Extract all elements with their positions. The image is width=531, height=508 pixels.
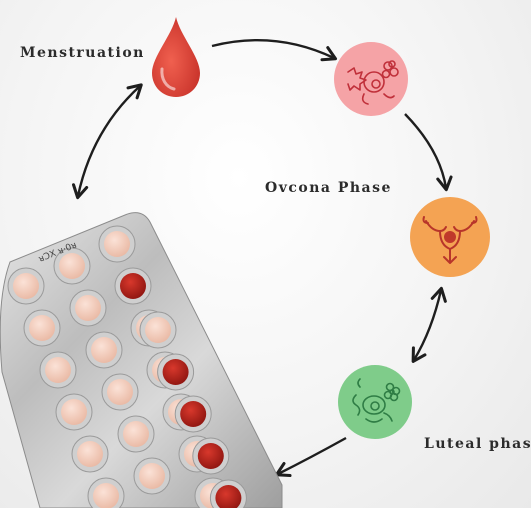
light-pill xyxy=(123,421,149,447)
red-pill xyxy=(180,401,207,427)
luteal-stage-circle xyxy=(338,365,412,439)
light-pill xyxy=(13,273,39,299)
ovary-flower-icon xyxy=(352,378,401,423)
light-pill xyxy=(61,399,87,425)
label-menstruation: Menstruation xyxy=(20,45,145,61)
flower-berry-icon xyxy=(347,60,399,105)
pill-grid xyxy=(7,225,247,508)
label-ovulation: Ovcona Phase xyxy=(265,180,392,196)
blister-foil xyxy=(0,212,283,508)
uterus-icon xyxy=(422,216,478,264)
label-luteal: Luteal phase xyxy=(424,436,531,452)
light-pill xyxy=(139,463,165,489)
blood-drop-icon xyxy=(152,17,200,97)
light-pill xyxy=(77,441,103,467)
light-pill xyxy=(75,295,101,321)
follicular-stage-circle xyxy=(334,42,408,116)
red-pill xyxy=(215,485,242,508)
light-pill xyxy=(104,231,130,257)
light-pill xyxy=(45,357,71,383)
light-pill xyxy=(145,317,171,343)
ovulation-stage-circle xyxy=(410,197,490,277)
red-pill xyxy=(120,273,146,299)
light-pill xyxy=(59,253,85,279)
light-pill xyxy=(93,483,119,508)
red-pill xyxy=(197,443,224,469)
light-pill xyxy=(91,337,117,363)
red-pill xyxy=(162,359,189,385)
light-pill xyxy=(107,379,133,405)
light-pill xyxy=(29,315,55,341)
